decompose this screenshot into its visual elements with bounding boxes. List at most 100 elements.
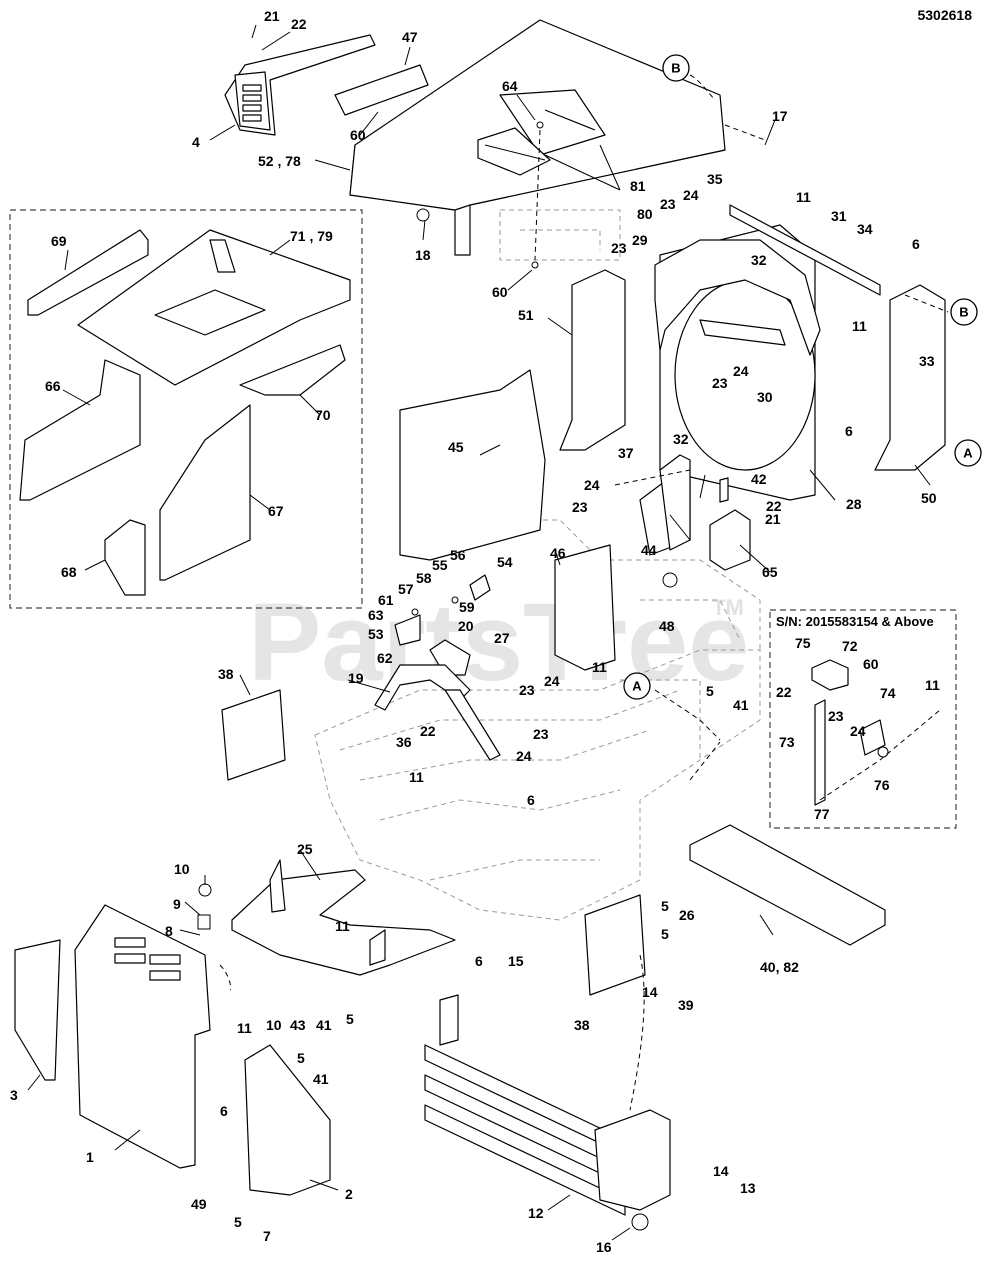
callout: 32 — [673, 431, 689, 447]
callout: 30 — [757, 389, 773, 405]
callout: 61 — [378, 592, 394, 608]
callout: 47 — [402, 29, 418, 45]
callout: 2 — [345, 1186, 353, 1202]
callout: 24 — [850, 723, 866, 739]
callout: 22 — [420, 723, 436, 739]
callout: 48 — [659, 618, 675, 634]
callout: 41 — [733, 697, 749, 713]
step-plate — [224, 34, 376, 136]
callout: 77 — [814, 806, 830, 822]
callout: 69 — [51, 233, 67, 249]
callout: 8 — [165, 923, 173, 939]
callout: 64 — [502, 78, 518, 94]
callout: 42 — [751, 471, 767, 487]
callout: 23 — [712, 375, 728, 391]
callout: 68 — [61, 564, 77, 580]
callout: 35 — [707, 171, 723, 187]
callout: 41 — [316, 1017, 332, 1033]
chassis-frame — [314, 209, 761, 921]
callout: 70 — [315, 407, 331, 423]
callout: 45 — [448, 439, 464, 455]
callout: 38 — [574, 1017, 590, 1033]
callout: 72 — [842, 638, 858, 654]
inset-box-insulation — [9, 209, 363, 609]
watermark-tm: TM — [712, 595, 744, 620]
callout: 66 — [45, 378, 61, 394]
callout: 36 — [396, 734, 412, 750]
callout: 23 — [533, 726, 549, 742]
callout: 74 — [880, 685, 896, 701]
callout: 63 — [368, 607, 384, 623]
callout: 22 — [776, 684, 792, 700]
callout: 46 — [550, 545, 566, 561]
callout: 22 — [291, 16, 307, 32]
panel-47 — [334, 64, 429, 116]
callout: 81 — [630, 178, 646, 194]
callout: 11 — [592, 659, 607, 675]
callout: 6 — [845, 423, 853, 439]
callout: 33 — [919, 353, 935, 369]
seat-support — [231, 859, 456, 976]
callout: 12 — [528, 1205, 544, 1221]
callout: 6 — [220, 1103, 228, 1119]
callout: 21 — [765, 511, 781, 527]
watermark: PartsTree — [248, 581, 749, 704]
callout: 76 — [874, 777, 890, 793]
callout: 3 — [10, 1087, 18, 1103]
callout: 40, 82 — [760, 959, 799, 975]
callout: 16 — [596, 1239, 612, 1255]
callout: 37 — [618, 445, 634, 461]
ref-b-right: B — [959, 305, 968, 320]
callout: 57 — [398, 581, 414, 597]
side-cover — [74, 904, 211, 1169]
callout: 11 — [409, 769, 424, 785]
callout: 6 — [475, 953, 483, 969]
callout-labels: 21 22 47 4 60 64 52 , 78 17 81 18 60 35 … — [10, 8, 940, 1255]
ref-a-right: A — [963, 446, 973, 461]
callout: 58 — [416, 570, 432, 586]
rear-bumper — [424, 994, 671, 1216]
callout: 15 — [508, 953, 524, 969]
callout: 25 — [297, 841, 313, 857]
callout: 10 — [174, 861, 190, 877]
callout: 26 — [679, 907, 695, 923]
plate-38-lower — [584, 894, 646, 996]
callout: 11 — [335, 918, 350, 934]
cover-40-82 — [689, 824, 886, 946]
callout: 23 — [519, 682, 535, 698]
callout: 5 — [346, 1011, 354, 1027]
callout: 19 — [348, 670, 364, 686]
callout: 23 — [572, 499, 588, 515]
callout: 18 — [415, 247, 431, 263]
callout: 24 — [544, 673, 560, 689]
callout: 28 — [846, 496, 862, 512]
callout: 50 — [921, 490, 937, 506]
callout: 27 — [494, 630, 510, 646]
callout: 65 — [762, 564, 778, 580]
callout: 60 — [350, 127, 366, 143]
ref-b-top: B — [671, 61, 680, 76]
callout: 10 — [266, 1017, 282, 1033]
callout: 6 — [527, 792, 535, 808]
callout: 11 — [852, 318, 867, 334]
callout: 34 — [857, 221, 873, 237]
callout: 31 — [831, 208, 847, 224]
callout: 24 — [584, 477, 600, 493]
coolant-reservoir — [709, 477, 751, 571]
callout: 39 — [678, 997, 694, 1013]
bracket-19-arm — [444, 689, 501, 761]
callout: 75 — [795, 635, 811, 651]
reference-markers: B B A A — [623, 54, 982, 700]
callout: 11 — [796, 189, 811, 205]
callout: 22 — [766, 498, 782, 514]
document-number: 5302618 — [917, 7, 972, 23]
callout: 4 — [192, 134, 200, 150]
callout: 7 — [263, 1228, 271, 1244]
inset-title: S/N: 2015583154 & Above — [776, 614, 934, 629]
callout: 14 — [642, 984, 658, 1000]
callout: 13 — [740, 1180, 756, 1196]
callout: 11 — [925, 677, 940, 693]
callout: 67 — [268, 503, 284, 519]
callout: 60 — [492, 284, 508, 300]
